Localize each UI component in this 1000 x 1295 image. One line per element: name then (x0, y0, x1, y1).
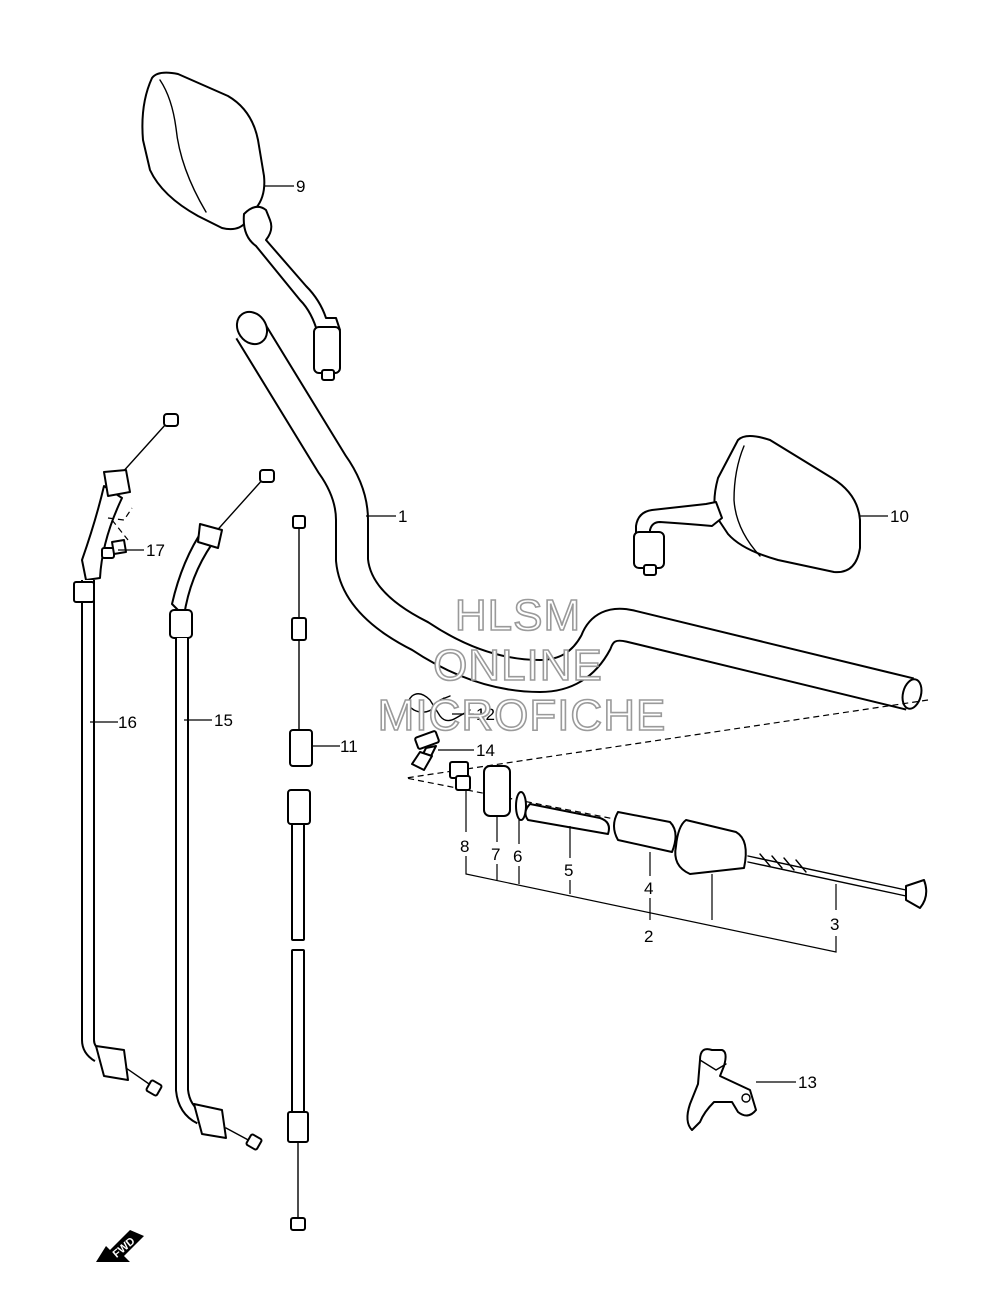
outer-weight-part-2[interactable] (674, 819, 747, 875)
throttle-cable-15[interactable] (169, 469, 275, 1151)
watermark-line-1: HLSM (455, 591, 581, 640)
screw-part-3[interactable] (747, 853, 928, 909)
leader-lines (90, 185, 888, 1083)
bar-end-assembly[interactable] (405, 699, 929, 909)
inner-weight-part-4[interactable] (613, 811, 677, 853)
callout-1: 1 (398, 507, 407, 526)
callout-8: 8 (460, 837, 469, 856)
collar-part-7[interactable] (483, 765, 511, 817)
callout-5: 5 (564, 861, 573, 880)
wire-clip[interactable] (407, 693, 471, 722)
callout-3: 3 (830, 915, 839, 934)
callout-17: 17 (146, 541, 165, 560)
sleeve-part-5[interactable] (524, 803, 610, 835)
bracket-part-13[interactable] (686, 1048, 757, 1131)
callout-10: 10 (890, 507, 909, 526)
callout-9: 9 (296, 177, 305, 196)
handlebar[interactable] (231, 306, 925, 711)
callout-12: 12 (476, 705, 495, 724)
right-mirror[interactable] (633, 435, 861, 576)
callout-13: 13 (798, 1073, 817, 1092)
callout-16: 16 (118, 713, 137, 732)
handlebar-bolt[interactable] (411, 730, 440, 771)
callout-14: 14 (476, 741, 495, 760)
clutch-cable-11[interactable] (287, 515, 313, 1231)
watermark-line-3: MICROFICHE (378, 691, 667, 740)
watermark: HLSM ONLINE MICROFICHE (377, 590, 667, 741)
callout-15: 15 (214, 711, 233, 730)
callout-6: 6 (513, 847, 522, 866)
callout-labels: 9 1 10 17 16 15 11 12 14 8 7 6 5 4 2 3 1… (118, 177, 909, 1092)
throttle-cable-16[interactable] (73, 413, 179, 1097)
left-mirror[interactable] (141, 71, 341, 381)
callout-7: 7 (491, 845, 500, 864)
callout-11: 11 (340, 737, 358, 756)
callout-2: 2 (644, 927, 653, 946)
callout-4: 4 (644, 879, 653, 898)
washer-part-6[interactable] (515, 791, 527, 821)
fwd-direction-arrow: FWD (96, 1230, 144, 1262)
bolt-part-8[interactable] (449, 761, 471, 791)
watermark-line-2: ONLINE (433, 641, 603, 690)
